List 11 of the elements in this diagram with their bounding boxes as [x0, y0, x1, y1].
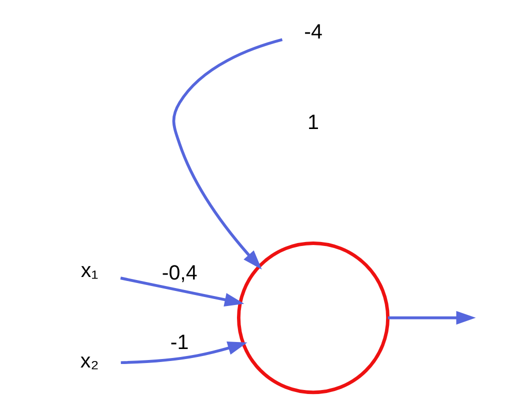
node-text: x₂ [80, 350, 99, 373]
arrow [120, 342, 248, 364]
arrow [120, 276, 244, 306]
label: 1 [308, 110, 320, 134]
node-text: -4 [304, 20, 322, 44]
arrow [388, 310, 476, 325]
edge-label: -0,4 [162, 261, 198, 284]
arrow [172, 38, 283, 270]
node-text: x₁ [80, 258, 98, 282]
edge-label: -1 [170, 331, 189, 354]
node-circle [236, 242, 390, 394]
